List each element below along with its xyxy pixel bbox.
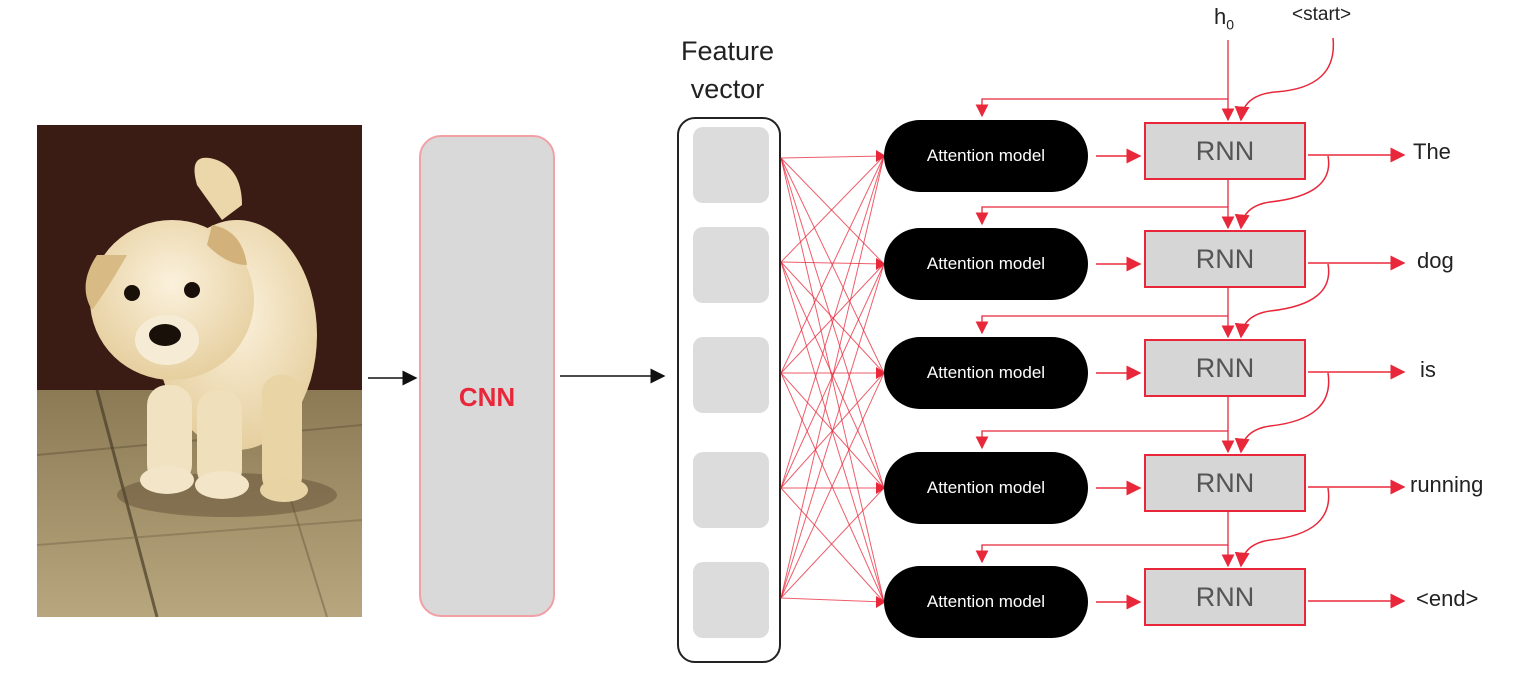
rnn-cell-1: RNN [1144,122,1306,180]
feature-vector-title: Feature vector [655,32,800,108]
rnn-recurrence-arrows [876,37,1406,610]
attention-model-4: Attention model [884,452,1088,524]
output-word-2: dog [1417,248,1454,273]
feature-cell [693,227,769,303]
attention-input-arrowhead [876,258,886,270]
start-token-label: <start> [1292,4,1352,25]
feature-attention-link [780,487,885,603]
feature-attention-link [780,263,885,599]
previous-word-feedback-arrow [1234,263,1330,339]
cnn-block: CNN [419,135,555,617]
h0-subscript: 0 [1226,16,1235,33]
feature-attention-link [780,372,885,599]
h0-label: h0 [1214,4,1234,32]
attention-model-5: Attention model [884,566,1088,638]
feature-attention-link [780,157,885,603]
feature-vector-title-line1: Feature [680,36,775,66]
previous-word-feedback-arrow [1234,487,1330,568]
feature-attention-link [780,155,885,263]
hidden-state-to-attention [975,315,1228,335]
puppy-photo [37,125,362,617]
output-word-4: running [1410,472,1484,497]
feature-attention-link [780,155,885,374]
feature-cell [693,562,769,638]
output-word-3: is [1420,357,1436,382]
start-token-arrow [1234,37,1335,122]
feature-cell [693,452,769,528]
hidden-state-to-attention [975,544,1228,564]
feature-attention-link [780,155,885,489]
attention-input-arrowhead [876,596,886,608]
output-word-1: The [1413,139,1451,164]
rnn-cell-5: RNN [1144,568,1306,626]
feature-vector [677,117,781,663]
feature-attention-link [780,261,885,374]
attention-model-1: Attention model [884,120,1088,192]
cnn-label: CNN [458,382,516,412]
previous-word-feedback-arrow [1234,155,1330,230]
previous-word-feedback-arrow [1234,372,1330,454]
attention-model-2: Attention model [884,228,1088,300]
feature-attention-link [780,157,885,265]
attention-input-arrowhead [876,150,886,162]
feature-attention-link [780,155,885,159]
feature-cell [693,127,769,203]
hidden-state-to-attention [975,98,1228,118]
rnn-cell-4: RNN [1144,454,1306,512]
h0-main: h [1214,4,1227,29]
attention-input-arrowhead [876,367,886,379]
feature-to-attention-lines [780,155,885,603]
feature-attention-link [780,261,885,265]
feature-vector-title-line2: vector [690,74,765,104]
feature-attention-link [780,487,885,599]
hidden-state-to-attention [975,206,1228,226]
output-word-5: <end> [1416,586,1479,611]
feature-attention-link [780,263,885,374]
rnn-cell-3: RNN [1144,339,1306,397]
rnn-cell-2: RNN [1144,230,1306,288]
attention-input-arrowhead [876,482,886,494]
attention-model-3: Attention model [884,337,1088,409]
hidden-state-to-attention [975,430,1228,450]
feature-cell [693,337,769,413]
feature-attention-link [780,155,885,599]
feature-attention-link [780,597,885,603]
